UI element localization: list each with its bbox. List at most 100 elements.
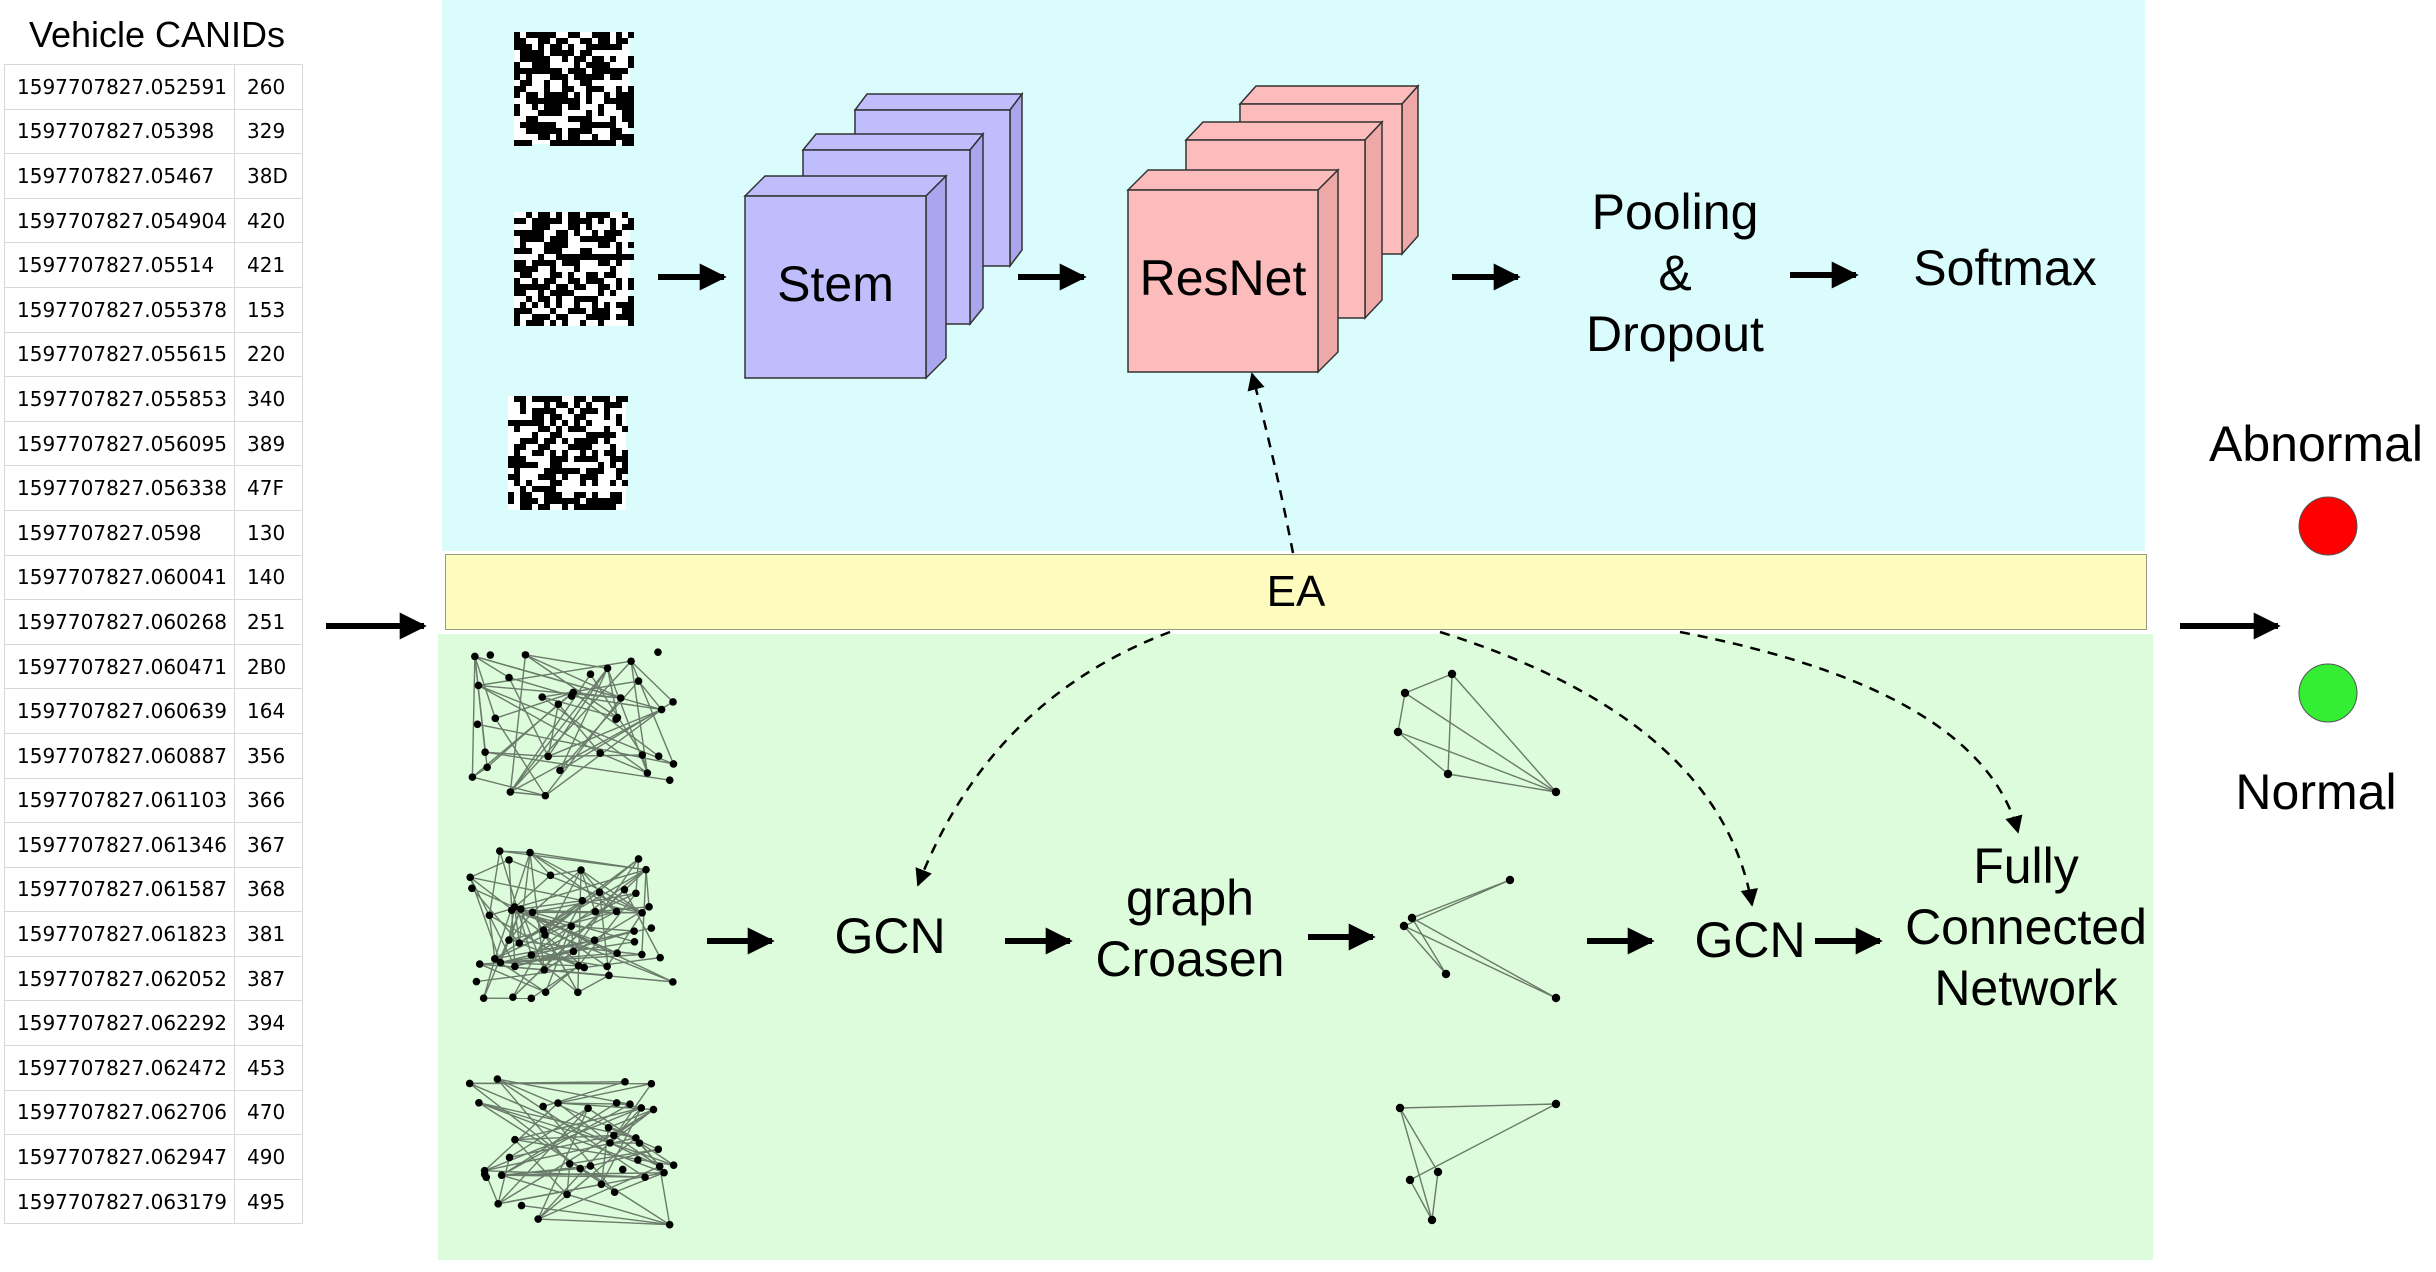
can-id-cell: 260: [234, 64, 303, 110]
can-id-cell: 495: [234, 1178, 303, 1225]
pooling-line2: &: [1658, 245, 1692, 301]
can-id-cell: 2B0: [234, 643, 303, 690]
ea-label: EA: [1266, 567, 1326, 616]
timestamp-cell: 1597707827.063179: [4, 1178, 235, 1225]
timestamp-cell: 1597707827.062292: [4, 1000, 235, 1047]
timestamp-cell: 1597707827.061823: [4, 911, 235, 957]
stem-block-front: [743, 174, 948, 380]
can-id-cell: 47F: [234, 465, 303, 511]
timestamp-cell: 1597707827.052591: [4, 64, 235, 110]
timestamp-cell: 1597707827.055378: [4, 286, 235, 333]
timestamp-cell: 1597707827.055853: [4, 376, 235, 422]
graph-network-icon: [465, 1075, 678, 1229]
coarsen-line2: Croasen: [1095, 931, 1285, 987]
qr-noise-images: [508, 32, 634, 510]
pooling-line3: Dropout: [1586, 306, 1764, 362]
timestamp-cell: 1597707827.062052: [4, 955, 235, 1002]
timestamp-cell: 1597707827.05514: [4, 242, 235, 288]
timestamp-cell: 1597707827.060887: [4, 732, 235, 779]
gcn1-label: GCN: [834, 908, 946, 964]
can-id-cell: 140: [234, 554, 303, 601]
timestamp-cell: 1597707827.0598: [4, 509, 235, 556]
resnet-block-stack: [1126, 84, 1420, 374]
timestamp-cell: 1597707827.056338: [4, 465, 235, 511]
can-id-cell: 421: [234, 242, 303, 288]
can-id-cell: 470: [234, 1089, 303, 1136]
coarsened-graph-icon: [1393, 669, 1561, 797]
fc-line2: Connected: [1905, 899, 2147, 955]
qr-noise-image-icon: [508, 396, 628, 510]
timestamp-cell: 1597707827.060268: [4, 599, 235, 645]
timestamp-cell: 1597707827.060639: [4, 688, 235, 734]
graph-network-icon: [468, 648, 678, 800]
can-id-cell: 220: [234, 331, 303, 378]
can-id-cell: 453: [234, 1045, 303, 1091]
softmax-label: Softmax: [1913, 240, 2097, 296]
coarsened-graph-icon: [1399, 875, 1561, 1003]
can-id-cell: 164: [234, 688, 303, 734]
can-id-cell: 38D: [234, 153, 303, 199]
can-id-cell: 367: [234, 822, 303, 868]
pooling-dropout-label: Pooling & Dropout: [1540, 182, 1810, 365]
can-id-cell: 389: [234, 420, 303, 467]
can-id-cell: 356: [234, 732, 303, 779]
attention-arrows: [915, 372, 2023, 907]
ea-to-resnet-arrow: [1247, 372, 1295, 554]
fc-line3: Network: [1934, 960, 2118, 1016]
can-id-cell: 490: [234, 1134, 303, 1180]
fully-connected-label: Fully Connected Network: [1876, 836, 2176, 1019]
normal-dot-icon: [2298, 663, 2358, 723]
can-id-cell: 368: [234, 866, 303, 913]
timestamp-cell: 1597707827.061346: [4, 822, 235, 868]
ea-bar: EA: [445, 554, 2147, 630]
resnet-label: ResNet: [1139, 250, 1307, 306]
can-id-cell: 420: [234, 197, 303, 244]
timestamp-cell: 1597707827.062947: [4, 1134, 235, 1180]
coarsen-line1: graph: [1126, 870, 1254, 926]
timestamp-cell: 1597707827.055615: [4, 331, 235, 378]
timestamp-cell: 1597707827.05398: [4, 108, 235, 155]
can-id-cell: 329: [234, 108, 303, 155]
gcn2-label: GCN: [1694, 912, 1806, 968]
table-title: Vehicle CANIDs: [28, 14, 286, 55]
can-id-cell: 340: [234, 376, 303, 422]
qr-noise-image-icon: [514, 32, 634, 146]
can-id-cell: 130: [234, 509, 303, 556]
stem-label: Stem: [777, 256, 894, 312]
abnormal-label: Abnormal: [2209, 416, 2423, 472]
timestamp-cell: 1597707827.05467: [4, 153, 235, 199]
qr-noise-image-icon: [514, 212, 634, 326]
graph-networks: [465, 648, 1561, 1229]
can-id-cell: 153: [234, 286, 303, 333]
ea-to-gcn1-arrow: [915, 630, 1171, 887]
flow-arrows: [326, 261, 2281, 955]
stem-block-stack: [743, 91, 1024, 380]
timestamp-cell: 1597707827.060471: [4, 643, 235, 690]
